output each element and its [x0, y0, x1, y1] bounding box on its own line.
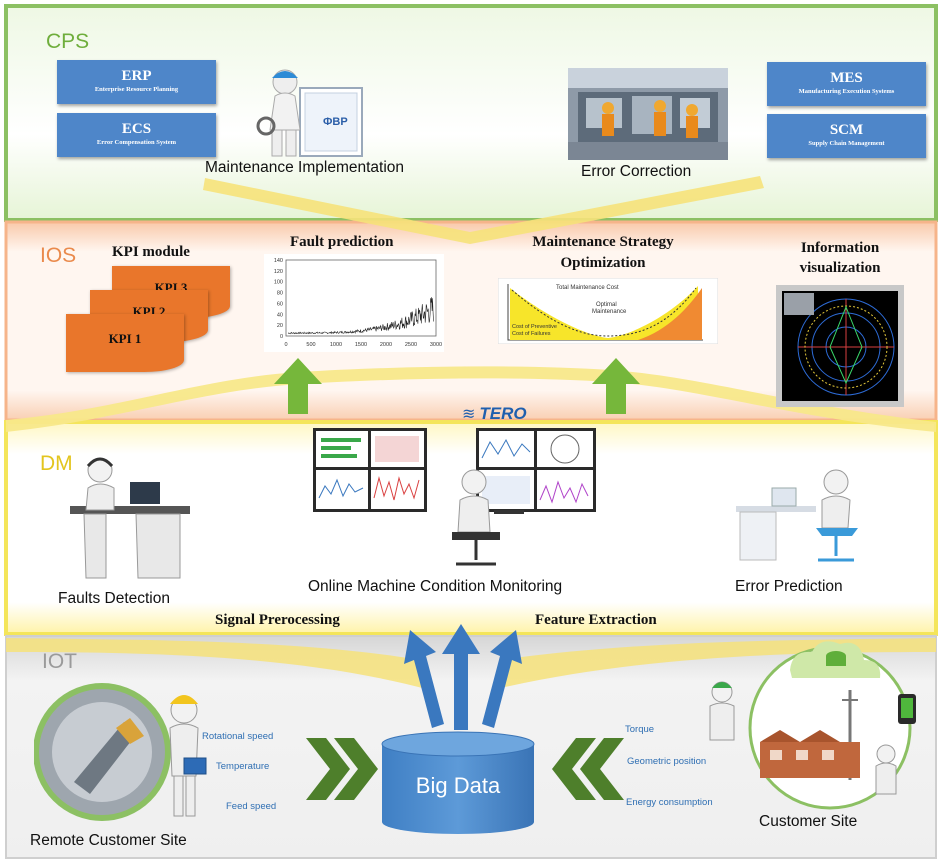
ecs-box: ECS Error Compensation System	[57, 113, 216, 157]
sensor-feed-speed: Feed speed	[226, 801, 277, 812]
fault-chart-xtick: 2000	[380, 342, 392, 348]
monitoring-operator-illustration	[452, 469, 524, 566]
tero-logo: ≋ TERO	[462, 404, 527, 424]
mes-box: MES Manufacturing Execution Systems	[767, 62, 926, 106]
sensor-temperature: Temperature	[216, 761, 270, 772]
fault-prediction-title: Fault prediction	[290, 234, 394, 250]
strategy-title-line2: Optimization	[560, 255, 646, 271]
customer-site-label: Customer Site	[759, 813, 858, 830]
sensor-geometric-position: Geometric position	[627, 756, 707, 767]
right-chevron-arrows	[552, 738, 624, 800]
sensor-torque: Torque	[625, 724, 655, 735]
fault-signal-line	[287, 297, 434, 335]
big-data-label: Big Data	[416, 773, 501, 798]
error-correction-photo	[568, 68, 728, 160]
feature-extraction-label: Feature Extraction	[535, 612, 657, 628]
fault-chart-ytick: 120	[274, 269, 283, 275]
left-chevron-arrows	[306, 738, 378, 800]
fault-chart-ytick: 80	[277, 291, 283, 297]
layer-label-ios: IOS	[40, 244, 77, 267]
online-monitoring-label: Online Machine Condition Monitoring	[308, 578, 563, 595]
ecs-subtitle: Error Compensation System	[96, 139, 177, 146]
scm-title: SCM	[829, 122, 864, 138]
fault-chart-ytick: 0	[280, 334, 283, 340]
error-prediction-label: Error Prediction	[735, 578, 843, 595]
big-data-upward-arrows	[404, 624, 522, 730]
error-prediction-operator-illustration	[736, 469, 858, 562]
ecs-title: ECS	[121, 121, 152, 137]
up-arrow-right	[592, 358, 640, 414]
fault-chart-xtick: 0	[284, 342, 287, 348]
strategy-mid-text-1: Optimal	[596, 302, 617, 308]
fault-chart-ytick: 20	[277, 323, 283, 329]
scm-subtitle: Supply Chain Management	[808, 140, 885, 147]
customer-site-illustration	[709, 641, 916, 810]
strategy-left-text-2: Cost of Failures	[512, 331, 551, 337]
scm-box: SCM Supply Chain Management	[767, 114, 926, 158]
layer-label-iot: IOT	[42, 650, 77, 673]
info-vis-title-line2: visualization	[799, 260, 881, 276]
information-visualization-display	[776, 285, 904, 407]
up-arrow-left	[274, 358, 322, 414]
remote-customer-site-label: Remote Customer Site	[30, 832, 187, 849]
fault-chart-ytick: 100	[274, 280, 283, 286]
strategy-title-line1: Maintenance Strategy	[532, 234, 674, 250]
maintenance-implementation-label: Maintenance Implementation	[205, 159, 405, 176]
fault-chart-xtick: 3000	[430, 342, 442, 348]
erp-box: ERP Enterprise Resource Planning	[57, 60, 216, 104]
erp-title: ERP	[121, 68, 152, 84]
remote-site-illustration	[34, 683, 207, 821]
mes-subtitle: Manufacturing Execution Systems	[798, 88, 895, 95]
error-correction-label: Error Correction	[581, 163, 692, 180]
fault-chart-xtick: 2500	[405, 342, 417, 348]
tero-logo-text: TERO	[479, 404, 527, 423]
faults-detection-operator-illustration	[70, 457, 190, 579]
layer-label-dm: DM	[40, 452, 73, 475]
fault-chart-xtick: 500	[306, 342, 315, 348]
sensor-energy-consumption: Energy consumption	[626, 797, 713, 808]
fault-chart-xtick: 1500	[355, 342, 367, 348]
signal-preprocessing-label: Signal Prerocessing	[215, 612, 340, 628]
info-vis-title-line1: Information	[800, 240, 880, 256]
kpi-1-card: KPI 1	[66, 314, 184, 372]
mes-title: MES	[830, 70, 863, 86]
fault-chart-xtick: 1000	[330, 342, 342, 348]
big-data-database: Big Data	[381, 731, 535, 834]
maintenance-worker-illustration	[256, 69, 363, 157]
board-text: ФBP	[323, 116, 348, 128]
strategy-top-text: Total Maintenance Cost	[556, 285, 619, 291]
kpi-module-title: KPI module	[112, 244, 190, 260]
monitoring-screen-right	[476, 428, 596, 512]
strategy-mid-text-2: Maintenance	[592, 309, 627, 315]
fault-chart-ytick: 60	[277, 301, 283, 307]
fault-chart-ytick: 140	[274, 258, 283, 264]
monitoring-screen-left	[313, 428, 427, 512]
erp-subtitle: Enterprise Resource Planning	[94, 86, 179, 93]
tero-wave-icon: ≋	[462, 406, 476, 423]
fault-chart-ytick: 40	[277, 312, 283, 318]
strategy-left-text-1: Cost of Preventive	[512, 324, 557, 330]
maintenance-strategy-chart: Total Maintenance Cost Optimal Maintenan…	[498, 278, 718, 344]
sensor-rotational-speed: Rotational speed	[202, 731, 274, 742]
layer-label-cps: CPS	[46, 30, 90, 53]
faults-detection-label: Faults Detection	[58, 590, 170, 607]
fault-prediction-chart: 0 500 1000 1500 2000 2500 3000 140 120 100 80 60 40 2…	[264, 254, 444, 352]
